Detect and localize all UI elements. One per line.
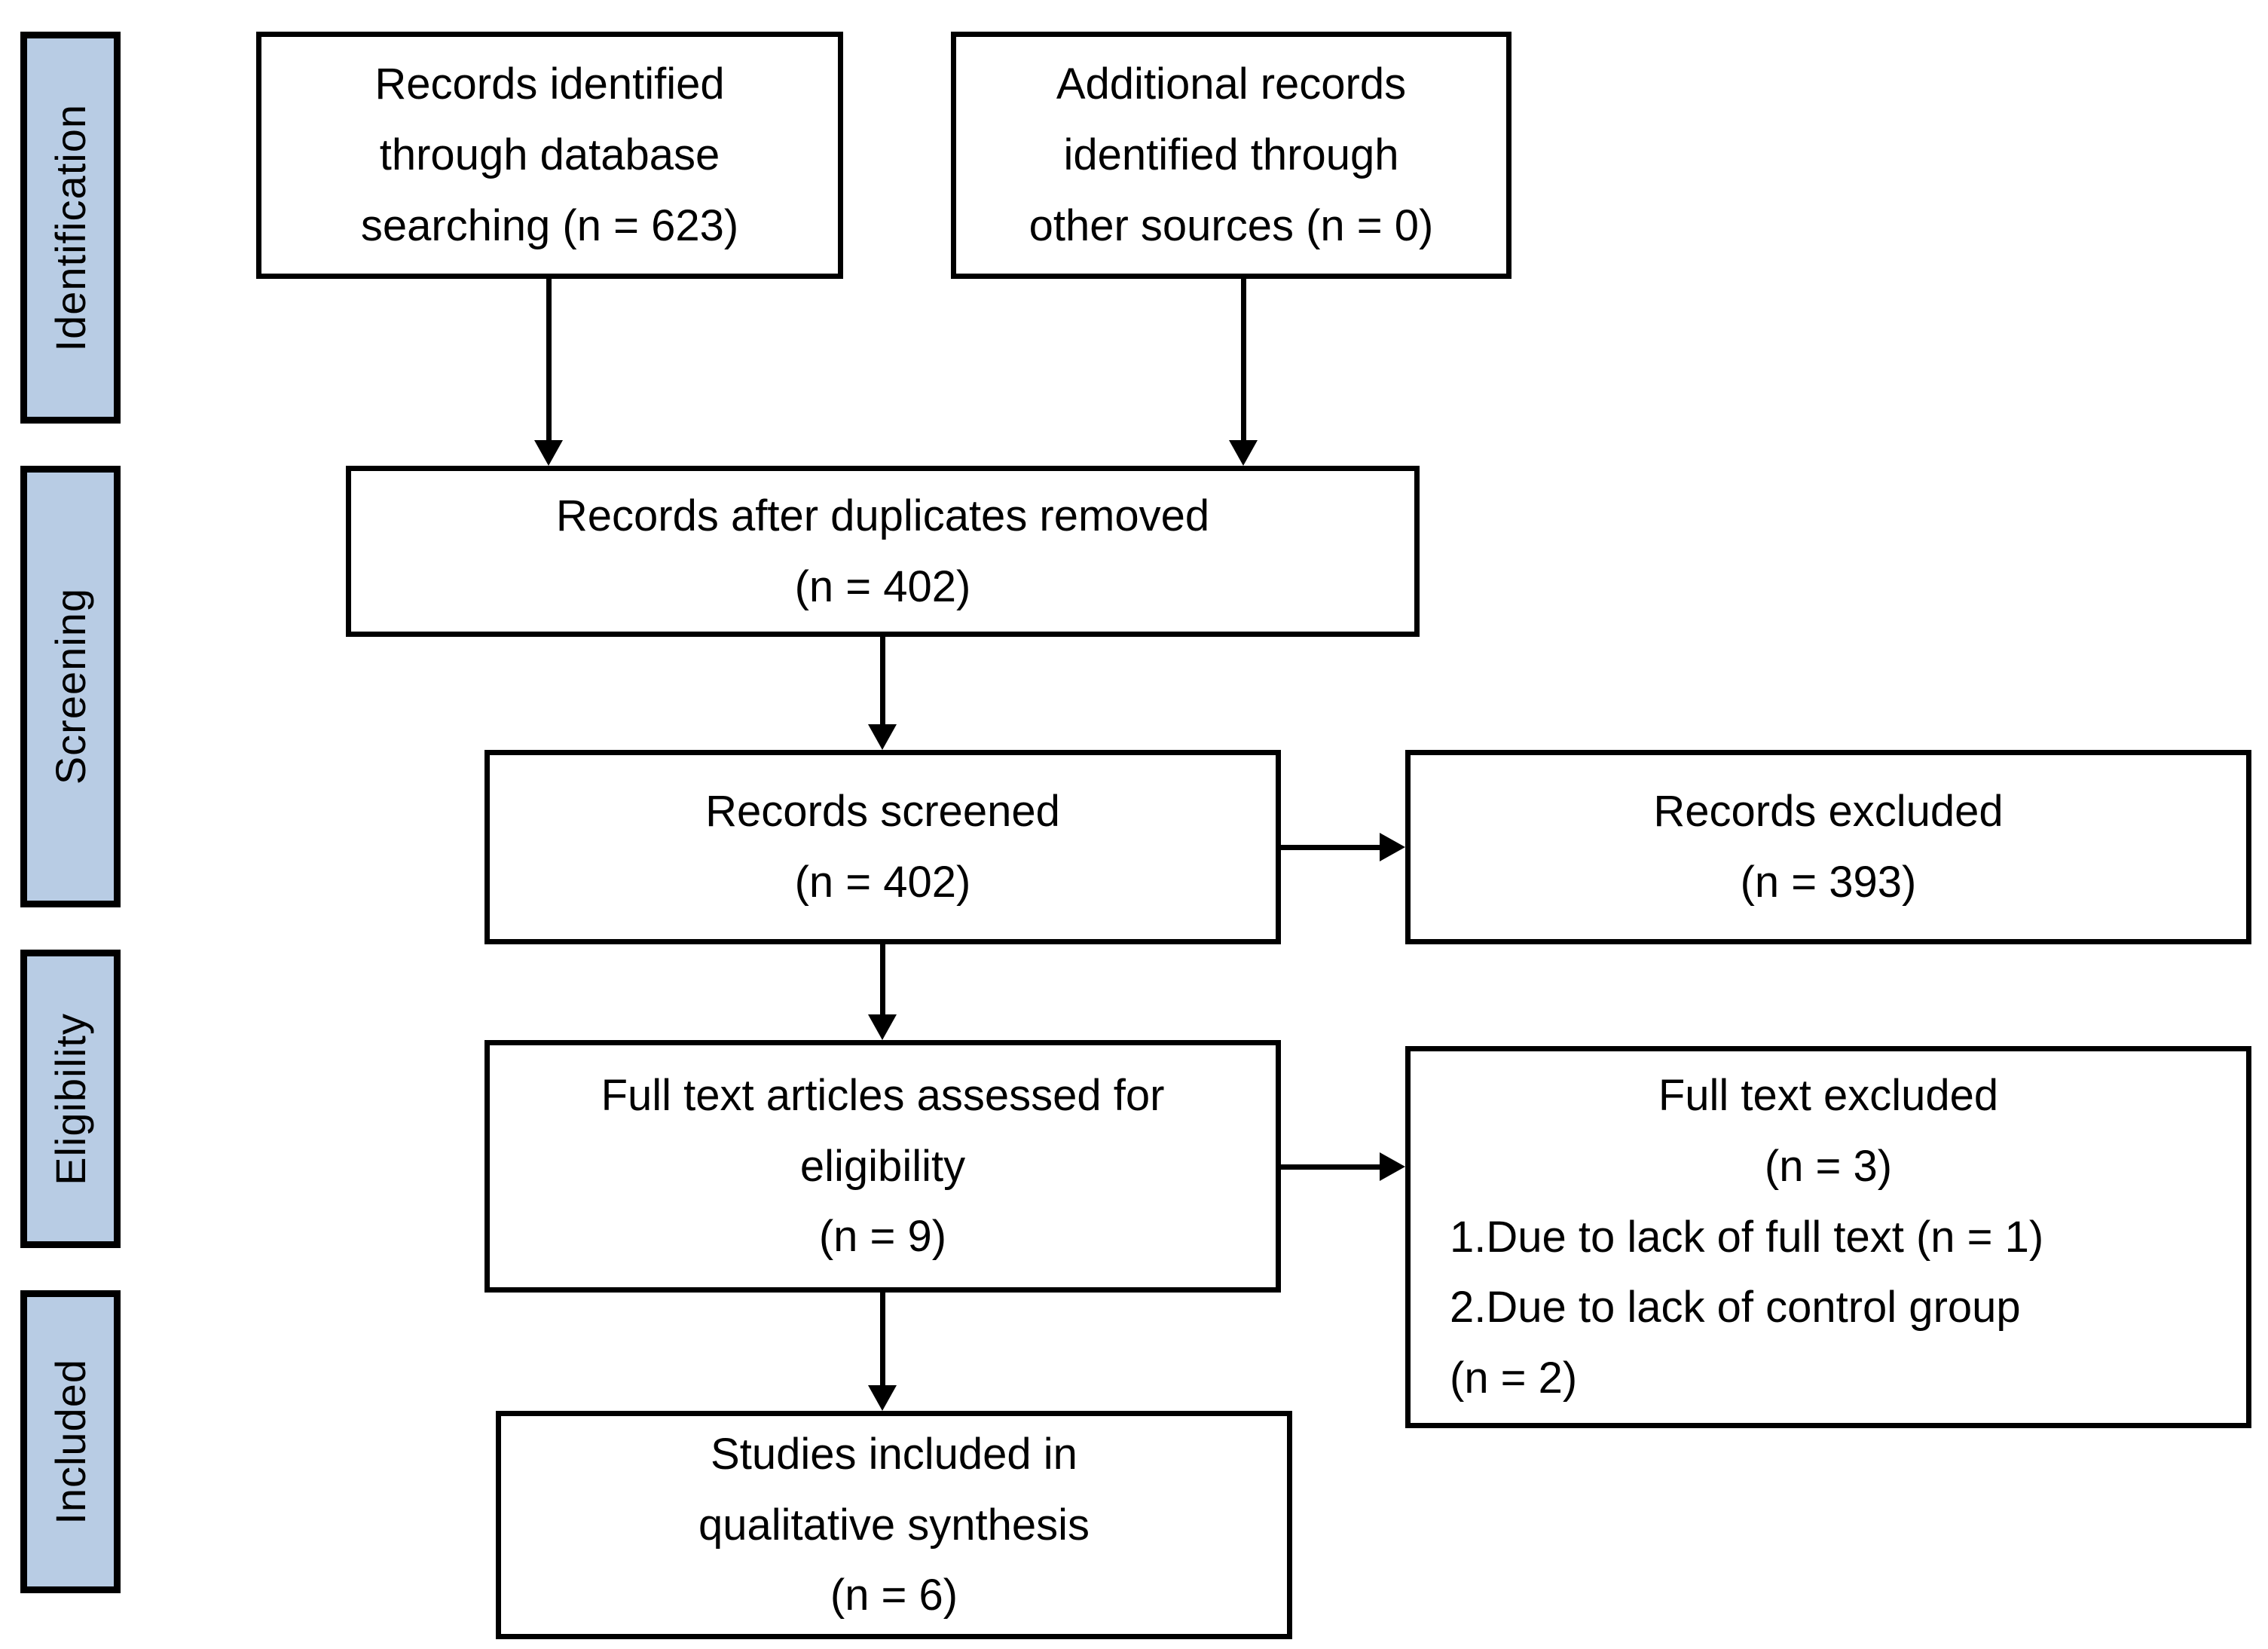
arrow-head-icon xyxy=(1380,833,1405,861)
full-text-excluded-reasons: 1.Due to lack of full text (n = 1) 2.Due… xyxy=(1450,1212,2044,1403)
arrow-head-icon xyxy=(1229,440,1258,466)
box-records-identified: Records identified through database sear… xyxy=(256,32,843,279)
arrow-identified-to-duplicates xyxy=(534,279,563,466)
arrow-screened-to-excluded xyxy=(1281,833,1405,861)
box-additional-records: Additional records identified through ot… xyxy=(951,32,1511,279)
arrow-head-icon xyxy=(534,440,563,466)
arrow-shaft xyxy=(879,637,885,724)
stage-screening-label: Screening xyxy=(46,588,94,785)
arrow-fulltext-to-included xyxy=(868,1293,897,1411)
box-full-text-excluded: Full text excluded (n = 3) 1.Due to lack… xyxy=(1405,1046,2251,1428)
arrow-shaft xyxy=(546,279,552,440)
arrow-shaft xyxy=(879,944,885,1014)
arrow-duplicates-to-screened xyxy=(868,637,897,750)
box-records-screened: Records screened (n = 402) xyxy=(484,750,1281,944)
arrow-shaft xyxy=(1281,844,1380,850)
box-records-excluded: Records excluded (n = 393) xyxy=(1405,750,2251,944)
arrow-head-icon xyxy=(868,724,897,750)
arrow-additional-to-duplicates xyxy=(1229,279,1258,466)
box-full-text-assessed: Full text articles assessed for eligibil… xyxy=(484,1040,1281,1293)
arrow-screened-to-fulltext xyxy=(868,944,897,1040)
stage-eligibility: Eligibility xyxy=(20,950,121,1248)
arrow-shaft xyxy=(1240,279,1246,440)
arrow-shaft xyxy=(879,1293,885,1385)
stage-included-label: Included xyxy=(46,1359,94,1525)
stage-identification-label: Identification xyxy=(46,103,94,352)
arrow-fulltext-to-excluded xyxy=(1281,1152,1405,1181)
stage-screening: Screening xyxy=(20,466,121,907)
full-text-excluded-heading: Full text excluded (n = 3) xyxy=(1658,1070,1999,1191)
stage-identification: Identification xyxy=(20,32,121,424)
arrow-head-icon xyxy=(1380,1152,1405,1181)
box-studies-included: Studies included in qualitative synthesi… xyxy=(496,1411,1292,1639)
stage-included: Included xyxy=(20,1290,121,1593)
box-duplicates-removed: Records after duplicates removed (n = 40… xyxy=(346,466,1420,637)
arrow-shaft xyxy=(1281,1164,1380,1170)
arrow-head-icon xyxy=(868,1385,897,1411)
arrow-head-icon xyxy=(868,1014,897,1040)
stage-eligibility-label: Eligibility xyxy=(46,1012,94,1186)
